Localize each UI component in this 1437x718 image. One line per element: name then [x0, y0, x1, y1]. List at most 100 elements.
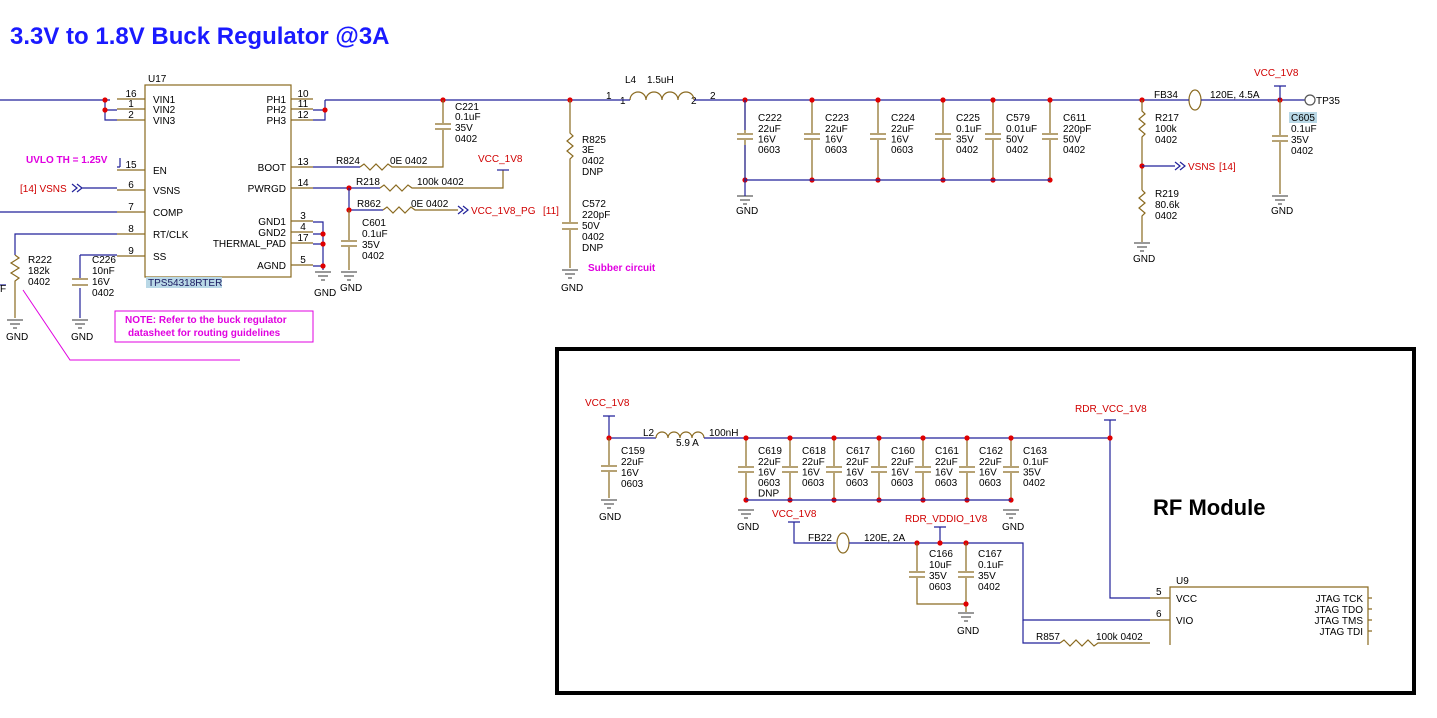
c221-voltage: 35V	[455, 123, 473, 134]
r219-package: 0402	[1155, 211, 1178, 222]
vsns-output-arrow	[1142, 161, 1186, 171]
c572-plates	[562, 222, 578, 268]
r825-package: 0402	[582, 156, 605, 167]
rf-capacitor-spec: 22uF	[979, 457, 1002, 468]
junction-vddio	[937, 540, 943, 546]
l4-pin2-net: 2	[710, 91, 716, 102]
r219-ref: R219	[1155, 189, 1179, 200]
u17-right-pin-number: 12	[297, 110, 309, 121]
c159-package: 0603	[621, 479, 644, 490]
l4-ref: L4	[625, 75, 637, 86]
vcc-1v8-bar-out	[1274, 85, 1286, 100]
junction-thermal	[320, 241, 326, 247]
c605-highlight	[1289, 112, 1317, 123]
u17-right-pin-number: 5	[300, 255, 306, 266]
rf-bank-top-junction	[1008, 435, 1014, 441]
r222-package: 0402	[28, 277, 51, 288]
rf-capacitor-ref: C160	[891, 446, 915, 457]
junction-agnd	[320, 263, 326, 269]
gnd-label-u17: GND	[314, 288, 336, 299]
c159-voltage: 16V	[621, 468, 639, 479]
c601-voltage: 35V	[362, 240, 380, 251]
gnd-c159	[601, 499, 617, 509]
output-capacitor-spec: 16V	[758, 135, 776, 146]
rf-bank-top-junction	[743, 435, 749, 441]
u17-right-pin-name: PH1	[267, 95, 287, 106]
fb34-value: 120E, 4.5A	[1210, 90, 1260, 101]
output-bank-top-junction	[875, 97, 881, 103]
gnd-rf-bank-right	[1003, 509, 1019, 519]
vcc-1v8-pg-ref: [11]	[543, 206, 559, 217]
u17-right-pin-name: PWRGD	[248, 184, 286, 195]
rf-capacitor-spec: 0603	[935, 478, 958, 489]
u17-right-pin-number: 14	[297, 178, 309, 189]
u9-pin-jtag-tck: JTAG TCK	[1316, 594, 1364, 605]
c605-ref: C605	[1291, 113, 1315, 124]
c226-plates	[72, 278, 88, 286]
vcc-1v8-net-out: VCC_1V8	[1254, 68, 1299, 79]
gnd-c166-c167	[958, 612, 974, 622]
c167-package: 0402	[978, 582, 1001, 593]
r217-value: 100k	[1155, 124, 1178, 135]
c221-ref: C221	[455, 102, 479, 113]
c605-package: 0402	[1291, 146, 1314, 157]
output-capacitor-spec: 0.1uF	[956, 124, 982, 135]
r857-value: 100k 0402	[1096, 632, 1143, 643]
l2-current: 5.9 A	[676, 438, 699, 449]
c601-value: 0.1uF	[362, 229, 388, 240]
u17-right-pin-name: PH3	[267, 116, 287, 127]
resistor-r218-body	[379, 170, 504, 192]
output-capacitor-ref: C223	[825, 113, 849, 124]
c167-ref: C167	[978, 549, 1002, 560]
l4-coil	[629, 91, 695, 101]
u17-right-pin-number: 11	[298, 99, 309, 110]
l4-pin1: 1	[620, 96, 626, 107]
rf-capacitor-ref: C162	[979, 446, 1003, 457]
u9-pin-vcc: VCC	[1176, 594, 1197, 605]
u17-right-pin-name: GND1	[258, 217, 286, 228]
r218-value: 100k 0402	[417, 177, 464, 188]
capacitor-c166: C166 10uF 35V 0603	[909, 543, 966, 605]
r862-value: 0E 0402	[411, 199, 449, 210]
output-capacitor-spec: 16V	[891, 135, 909, 146]
gnd-label-snubber: GND	[561, 283, 583, 294]
junction-rdr-vcc	[1107, 435, 1113, 441]
rf-capacitor-spec: 0603	[979, 478, 1002, 489]
c601-package: 0402	[362, 251, 385, 262]
u17-left-pin-name: EN	[153, 166, 167, 177]
r825-ref: R825	[582, 135, 606, 146]
u17-right-pin-name: BOOT	[258, 163, 286, 174]
u17-left-pin-number: 15	[125, 160, 137, 171]
c572-ref: C572	[582, 199, 606, 210]
c166-voltage: 35V	[929, 571, 947, 582]
r217-ref: R217	[1155, 113, 1179, 124]
resistor-r222-body	[9, 254, 21, 318]
c601-ref: C601	[362, 218, 386, 229]
u17-left-pin-number: 16	[125, 89, 137, 100]
c167-value: 0.1uF	[978, 560, 1004, 571]
wire-gnd-pins	[313, 221, 324, 270]
capacitor-c226: C226 10nF 16V 0402	[72, 255, 116, 299]
output-capacitor-ref: C224	[891, 113, 915, 124]
r825-body	[566, 100, 574, 222]
c167-body	[958, 543, 974, 612]
rf-capacitor-ref: C617	[846, 446, 870, 457]
c605-body	[1272, 100, 1288, 194]
u9-pin-jtag-tdo: JTAG TDO	[1314, 605, 1363, 616]
gnd-label-r222: GND	[6, 332, 28, 343]
output-capacitor-spec: 0.01uF	[1006, 124, 1037, 135]
gnd-label-c226: GND	[71, 332, 93, 343]
output-capacitor-symbol	[870, 100, 886, 180]
l2-coil	[655, 431, 705, 439]
output-capacitor-ref: C222	[758, 113, 782, 124]
gnd-u17	[315, 271, 331, 281]
c572-package: 0402	[582, 232, 605, 243]
rf-capacitor-spec: 16V	[758, 468, 776, 479]
rf-capacitor-spec: 0603	[758, 478, 781, 489]
rf-capacitor-spec: 16V	[979, 468, 997, 479]
capacitor-c572: C572 220pF 50V 0402 DNP	[562, 199, 610, 268]
inductor-l2: L2 5.9 A 100nH	[643, 428, 1110, 449]
c572-value: 220pF	[582, 210, 610, 221]
c166-ref: C166	[929, 549, 953, 560]
